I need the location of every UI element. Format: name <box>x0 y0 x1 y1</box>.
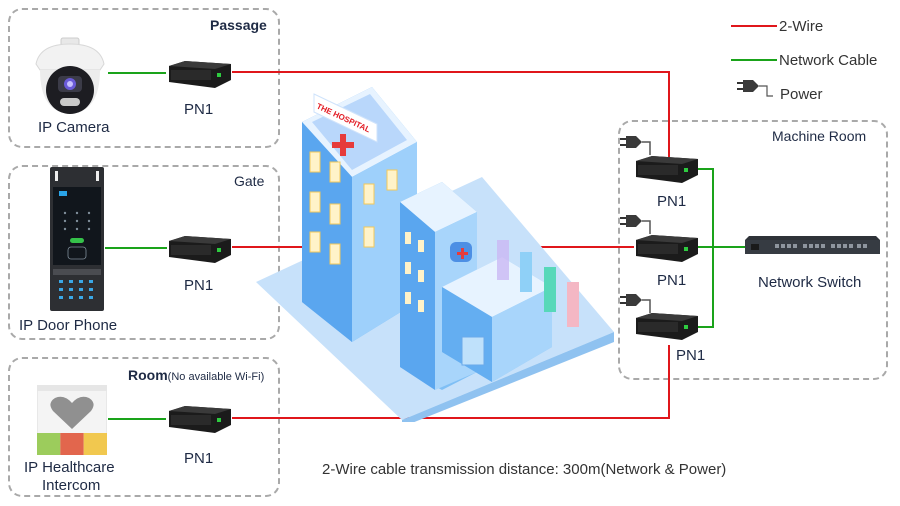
network-cable-intercom <box>108 418 166 420</box>
network-switch-label: Network Switch <box>758 274 862 291</box>
pn1-adapter-icon-machine-3 <box>636 313 698 340</box>
network-cable-pn1-top <box>696 168 714 170</box>
network-cable-pn1-mid <box>696 246 746 248</box>
zone-passage <box>8 8 280 148</box>
pn1-adapter-icon-gate <box>169 236 231 263</box>
pn1-label-gate: PN1 <box>184 277 214 294</box>
ip-healthcare-intercom-label-1: IP Healthcare <box>24 459 115 476</box>
two-wire-room-h <box>232 417 670 419</box>
pn1-adapter-icon-room <box>169 406 231 433</box>
ip-door-phone-label: IP Door Phone <box>19 317 118 334</box>
pn1-label-passage: PN1 <box>184 101 214 118</box>
legend-power-label: Power <box>780 86 823 103</box>
legend-two-wire-line <box>731 25 777 27</box>
zone-machine-room <box>618 120 888 380</box>
network-cable-trunk-v <box>712 168 714 328</box>
ip-healthcare-intercom-label-2: Intercom <box>42 477 101 494</box>
zone-room-note: (No available Wi-Fi) <box>167 371 265 383</box>
zone-gate <box>8 165 280 340</box>
network-switch-icon <box>745 236 880 254</box>
pn1-label-machine-1: PN1 <box>657 193 687 210</box>
pn1-adapter-icon-passage <box>169 61 231 88</box>
ip-camera-icon <box>35 37 105 114</box>
zone-title-passage: Passage <box>210 17 267 33</box>
zone-title-room: Room(No available Wi-Fi) <box>128 367 264 383</box>
network-cable-camera <box>108 72 166 74</box>
pn1-label-machine-2: PN1 <box>657 272 687 289</box>
legend-two-wire-label: 2-Wire <box>779 18 824 35</box>
zone-room-name: Room <box>128 367 168 383</box>
transmission-distance-note: 2-Wire cable transmission distance: 300m… <box>322 461 727 478</box>
power-plug-icon <box>737 80 773 97</box>
pn1-adapter-icon-machine-2 <box>636 235 698 262</box>
legend-network-cable-label: Network Cable <box>779 52 878 69</box>
zone-title-machine-room: Machine Room <box>772 128 867 144</box>
zone-title-gate: Gate <box>234 173 265 189</box>
power-plug-icon-3 <box>620 294 651 313</box>
ip-door-phone-icon <box>50 167 104 311</box>
hospital-building-illustration: THE HOSPITAL <box>256 87 614 422</box>
ip-camera-label: IP Camera <box>38 119 110 136</box>
legend-network-cable-line <box>731 59 777 61</box>
power-plug-icon-1 <box>620 136 651 155</box>
pn1-adapter-icon-machine-1 <box>636 156 698 183</box>
two-wire-passage-h <box>232 71 669 73</box>
ip-healthcare-intercom-icon <box>37 385 107 455</box>
network-cable-door-phone <box>105 247 167 249</box>
pn1-label-room: PN1 <box>184 450 214 467</box>
zone-room <box>8 357 280 497</box>
two-wire-passage-v <box>668 71 670 157</box>
power-plug-icon-2 <box>620 215 651 234</box>
network-cable-pn1-bottom <box>696 326 714 328</box>
pn1-label-machine-3: PN1 <box>676 347 706 364</box>
two-wire-room-v <box>668 345 670 419</box>
